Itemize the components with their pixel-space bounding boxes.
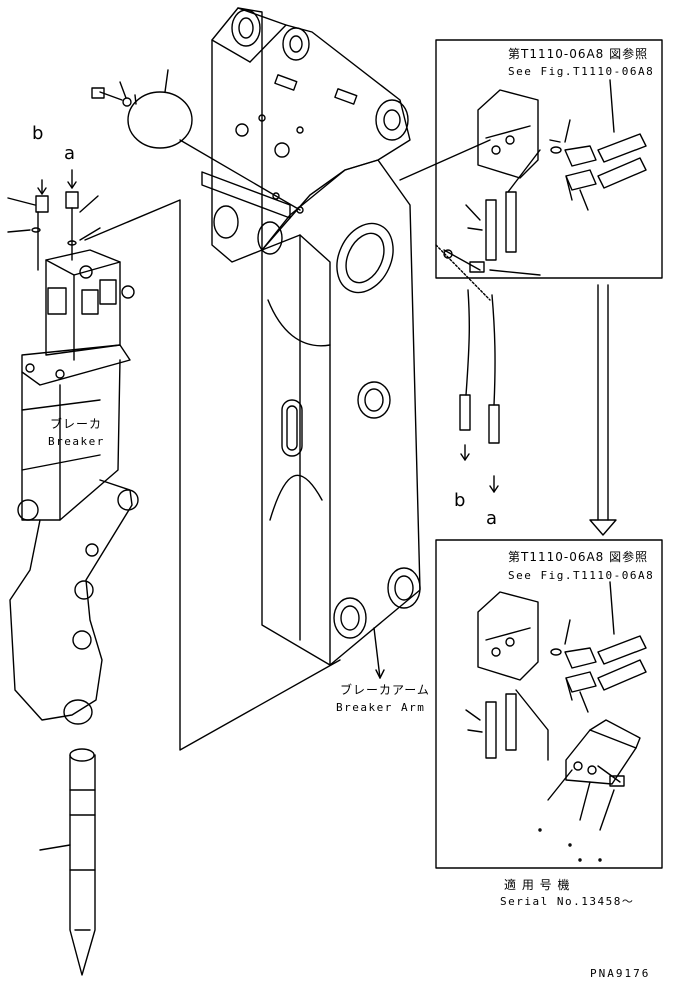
breaker-label-en: Breaker xyxy=(48,435,105,448)
hose-lines xyxy=(459,289,500,493)
ref-bottom-jp: 第T1110-06A8 図参照 xyxy=(508,550,649,564)
detail-box-bottom xyxy=(435,539,663,869)
callout-b-top: b xyxy=(32,123,44,144)
breaker-label-jp: ブレーカ xyxy=(50,417,103,431)
callout-b-bottom: b xyxy=(454,490,466,511)
breaker-arm-label-en: Breaker Arm xyxy=(336,701,426,714)
arm-leader-line xyxy=(373,627,381,679)
arm-leader-arrow xyxy=(375,669,385,679)
ref-top-en: See Fig.T1110-06A8 xyxy=(508,65,655,78)
serial-label-jp: 適 用 号 機 xyxy=(504,878,571,892)
callout-a-bottom: a xyxy=(486,508,498,529)
detail-box-top xyxy=(399,39,663,536)
serial-label-en: Serial No.13458～ xyxy=(500,895,635,908)
figure-code: PNA9176 xyxy=(590,967,651,980)
ref-bottom-en: See Fig.T1110-06A8 xyxy=(508,569,655,582)
breaker-arm-label-jp: ブレーカアーム xyxy=(340,683,430,697)
breaker-arm xyxy=(91,7,491,666)
ref-top-jp: 第T1110-06A8 図参照 xyxy=(508,47,649,61)
breaker-unit xyxy=(7,169,341,976)
callout-a-top: a xyxy=(64,143,76,164)
